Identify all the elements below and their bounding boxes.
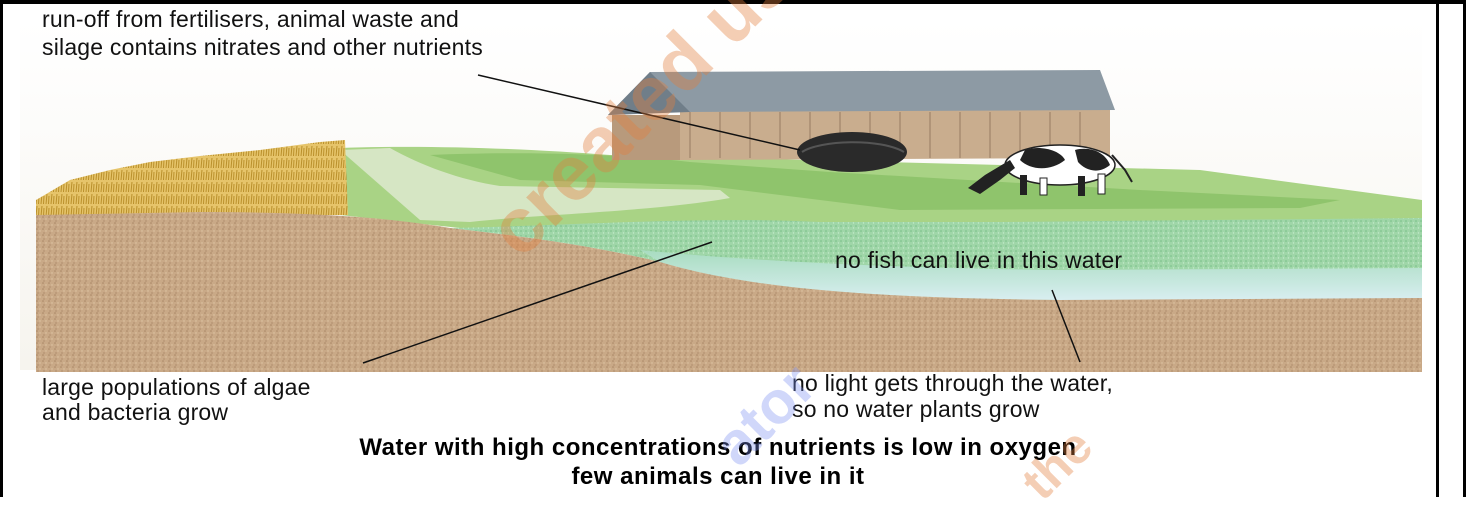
runoff-label-line1: run-off from fertilisers, animal waste a… xyxy=(42,6,459,32)
silage-heap xyxy=(797,132,907,172)
caption-line2: few animals can live in it xyxy=(0,462,1436,491)
runoff-label-line2: silage contains nitrates and other nutri… xyxy=(42,34,483,60)
no-light-label-line1: no light gets through the water, xyxy=(792,370,1113,396)
no-light-label-line2: so no water plants grow xyxy=(792,396,1040,422)
algae-label-line2: and bacteria grow xyxy=(42,399,228,425)
no-fish-label: no fish can live in this water xyxy=(835,247,1122,273)
algae-label-line1: large populations of algae xyxy=(42,374,311,400)
